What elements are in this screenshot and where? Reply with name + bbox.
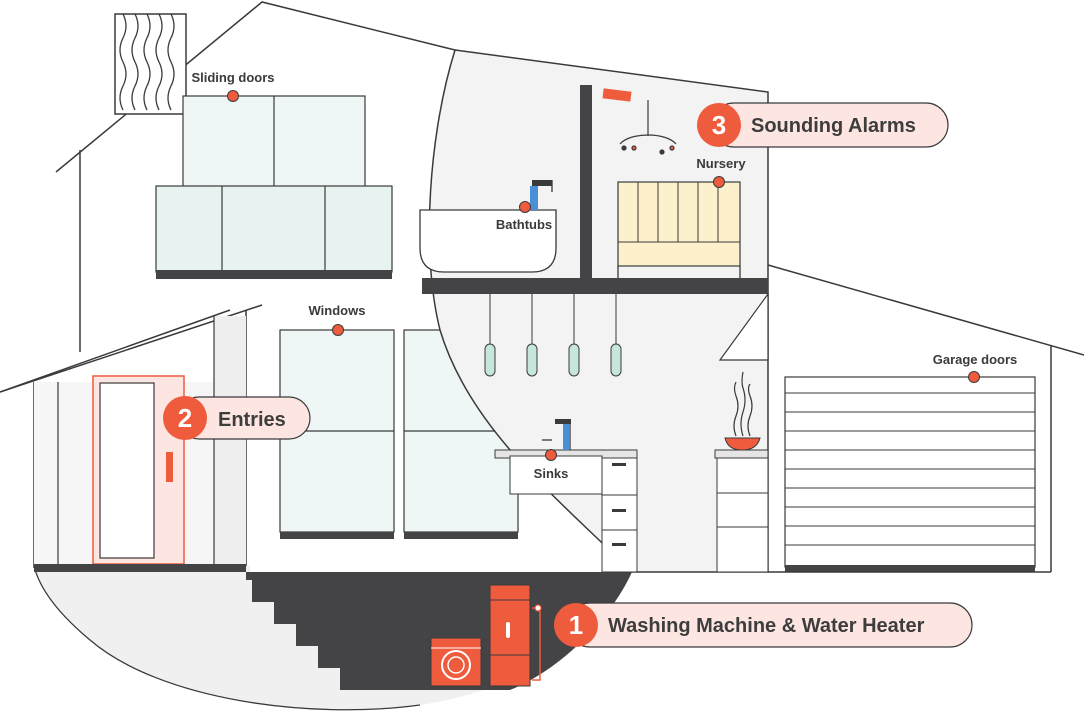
main-roof-line bbox=[55, 1, 456, 173]
callout-3-badge bbox=[697, 103, 741, 147]
sliding-doors bbox=[155, 95, 393, 279]
label-garage-doors: Garage doors bbox=[933, 352, 1018, 367]
label-windows: Windows bbox=[309, 303, 366, 318]
callout-2: 2 Entries bbox=[163, 396, 311, 440]
label-bathtubs: Bathtubs bbox=[496, 217, 552, 232]
sensor-dot-nursery bbox=[713, 176, 725, 188]
kitchen-cabinets bbox=[494, 449, 769, 573]
callout-1: 1 Washing Machine & Water Heater bbox=[554, 602, 973, 648]
bathtub bbox=[419, 180, 557, 273]
callout-3-text: Sounding Alarms bbox=[751, 115, 916, 137]
sensor-dot-sinks bbox=[545, 449, 557, 461]
label-sliding-doors: Sliding doors bbox=[191, 70, 274, 85]
sensor-markers bbox=[227, 90, 980, 461]
label-nursery: Nursery bbox=[696, 156, 746, 171]
callout-1-number: 1 bbox=[569, 610, 583, 640]
water-heater bbox=[489, 584, 542, 687]
callout-3: 3 Sounding Alarms bbox=[697, 102, 949, 148]
callout-3-number: 3 bbox=[712, 110, 726, 140]
baby-mobile bbox=[619, 100, 677, 155]
sensor-dot-sliding-doors bbox=[227, 90, 239, 102]
callout-1-badge bbox=[554, 603, 598, 647]
label-sinks: Sinks bbox=[534, 466, 569, 481]
pendant-lights bbox=[484, 294, 622, 377]
entry-door bbox=[92, 375, 185, 565]
balcony-railing bbox=[155, 185, 393, 273]
smoke-alarm bbox=[602, 88, 632, 102]
sensor-dot-windows bbox=[332, 324, 344, 336]
garage bbox=[767, 264, 1084, 573]
labels: Sliding doors Bathtubs Nursery Windows G… bbox=[191, 70, 1017, 481]
door-handle bbox=[166, 452, 173, 482]
washing-machine bbox=[430, 637, 482, 687]
callout-1-text: Washing Machine & Water Heater bbox=[608, 615, 925, 637]
balcony-floor bbox=[156, 270, 392, 279]
plant bbox=[724, 371, 761, 451]
callout-2-text: Entries bbox=[218, 409, 286, 431]
crib bbox=[617, 181, 741, 278]
cutaway-interior bbox=[419, 49, 769, 573]
garage-door bbox=[784, 376, 1036, 568]
sensor-dot-bathtubs bbox=[519, 201, 531, 213]
callout-2-badge bbox=[163, 396, 207, 440]
basement bbox=[33, 564, 632, 711]
callout-2-number: 2 bbox=[178, 403, 192, 433]
sensor-dot-garage-doors bbox=[968, 371, 980, 383]
chimney bbox=[114, 13, 187, 115]
